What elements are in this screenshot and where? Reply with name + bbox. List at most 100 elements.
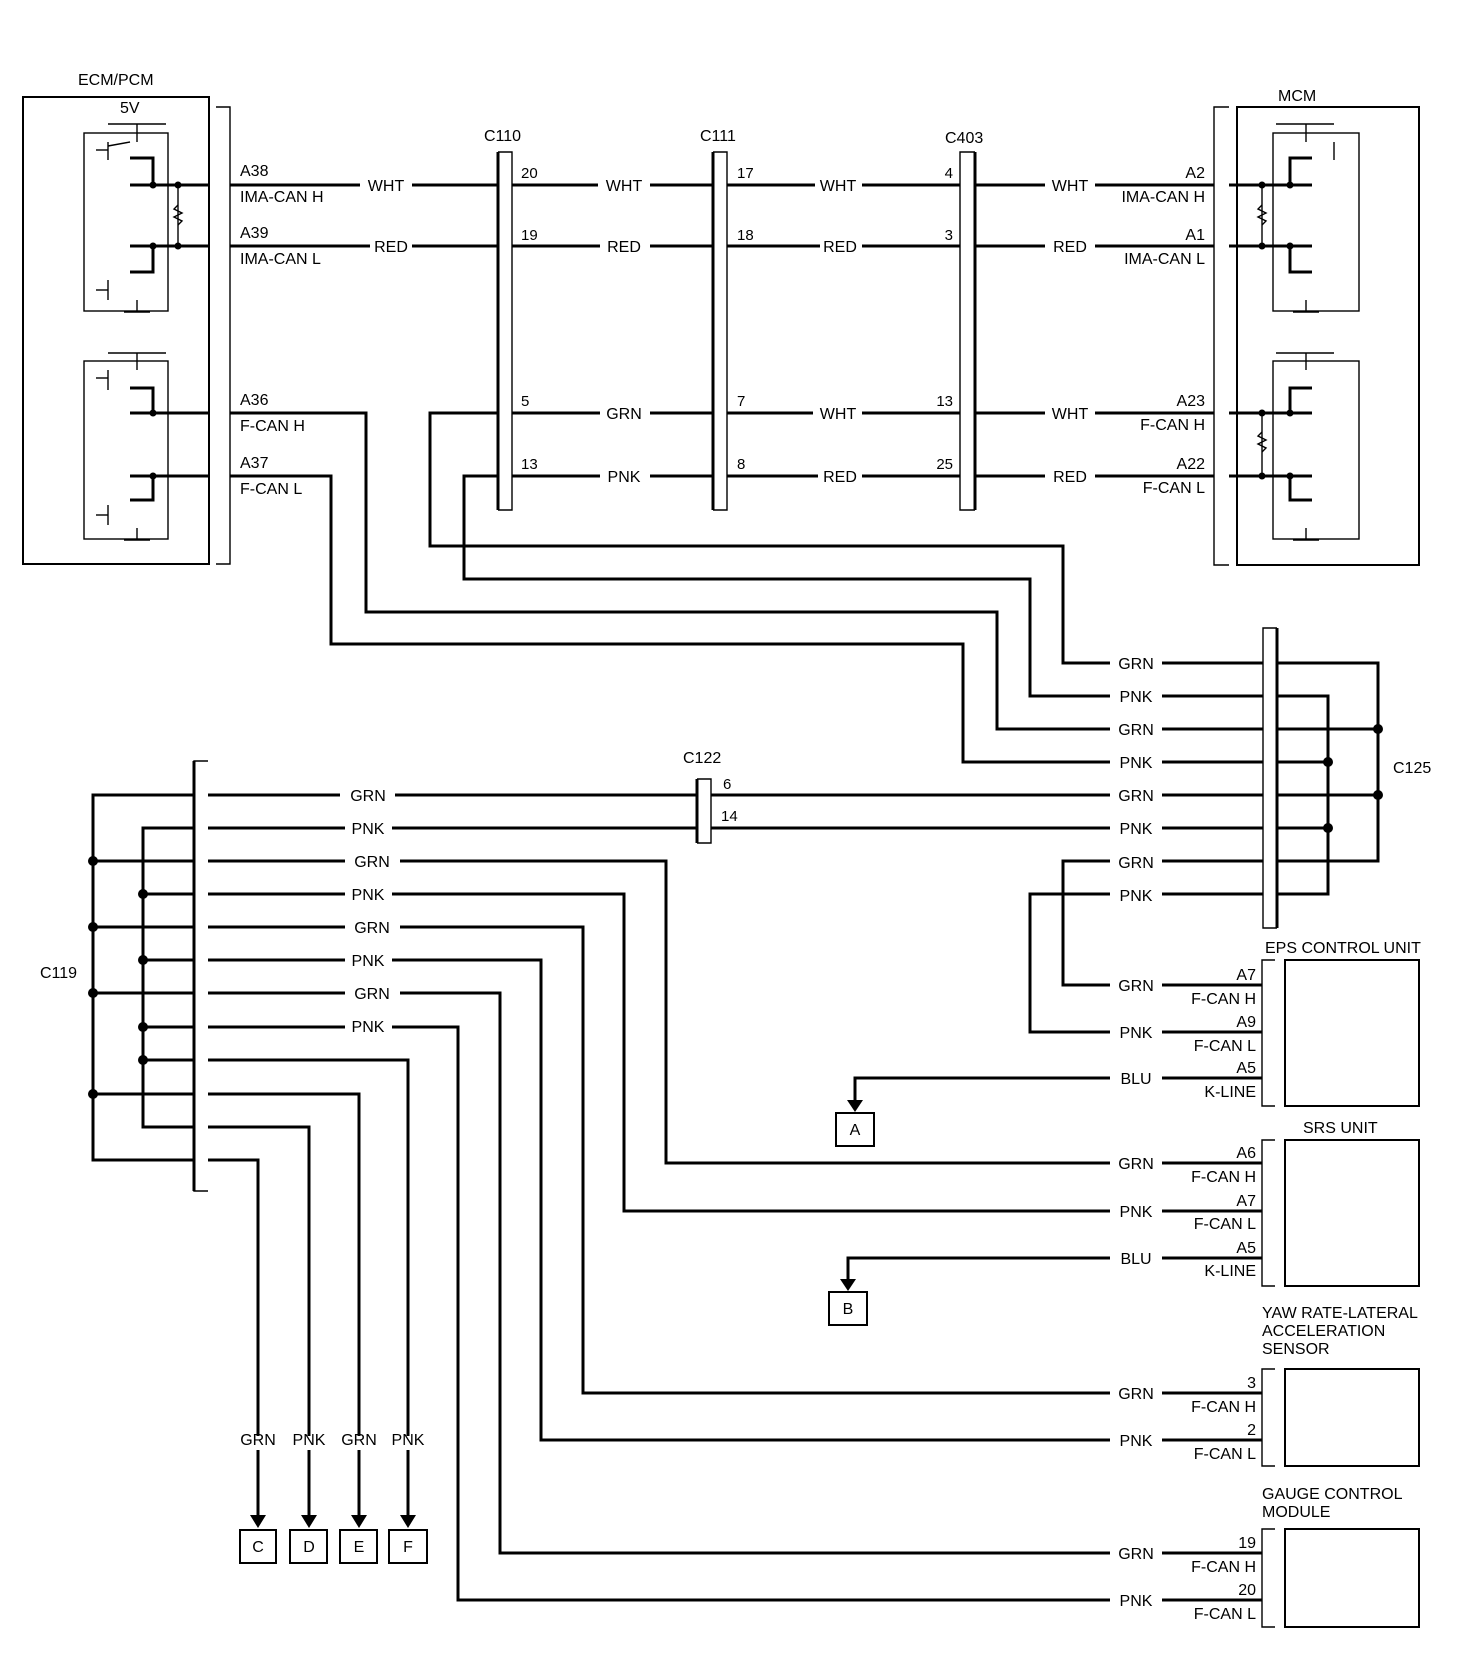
mcm-signal-ima-can-h: IMA-CAN H — [1121, 189, 1205, 206]
wire-ecm-a38-color: WHT — [368, 178, 405, 195]
ref-b: B — [843, 1301, 854, 1318]
mcm-signal-f-can-h: F-CAN H — [1140, 417, 1205, 434]
c125-wire-4: PNK — [1120, 755, 1153, 772]
ecm-pin-a39: A39 — [240, 225, 269, 242]
ref-f: F — [403, 1539, 413, 1556]
wire-c111-c403-row2: RED — [823, 239, 857, 256]
c125-wire-3: GRN — [1118, 722, 1154, 739]
c111-pin-18: 18 — [737, 227, 754, 244]
eps-pin-a5: A5 — [1236, 1060, 1256, 1077]
srs-unit: SRS UNIT GRN PNK BLU A6 F-CAN H A7 F-CAN… — [828, 1120, 1420, 1326]
gauge-title-line-2: MODULE — [1262, 1504, 1330, 1521]
c110-pin-5: 5 — [521, 393, 529, 410]
yaw-pin-2: 2 — [1247, 1422, 1256, 1439]
gauge-pin-19: 19 — [1238, 1535, 1256, 1552]
top-connectors: C110 C111 C403 20 19 5 13 17 18 7 8 4 3 … — [484, 128, 983, 511]
wire-ecm-a39-color: RED — [374, 239, 408, 256]
ecm-pcm-module: ECM/PCM 5V — [22, 72, 324, 565]
srs-wire-pnk: PNK — [1120, 1204, 1153, 1221]
c125-connector: C125 GRN PNK GRN PNK GRN PNK GRN PNK — [1118, 627, 1431, 929]
c122-connector: C122 6 14 — [683, 750, 1110, 844]
c125-label: C125 — [1393, 760, 1431, 777]
c125-wire-5: GRN — [1118, 788, 1154, 805]
c122-pin-6: 6 — [723, 776, 731, 793]
eps-wire-pnk: PNK — [1120, 1025, 1153, 1042]
c119-wire-5: GRN — [354, 920, 390, 937]
gauge-signal-f-can-l: F-CAN L — [1194, 1606, 1256, 1623]
srs-signal-f-can-h: F-CAN H — [1191, 1169, 1256, 1186]
gauge-title-line-1: GAUGE CONTROL — [1262, 1486, 1403, 1503]
c119-wire-6: PNK — [352, 953, 385, 970]
bottom-wire-2: PNK — [293, 1432, 326, 1449]
ecm-signal-ima-can-l: IMA-CAN L — [240, 251, 321, 268]
eps-pin-a9: A9 — [1236, 1014, 1256, 1031]
wire-c111-c403-row3: WHT — [820, 406, 857, 423]
wire-c111-c403-row1: WHT — [820, 178, 857, 195]
ref-e: E — [354, 1539, 365, 1556]
wire-c110-c111-row1: WHT — [606, 178, 643, 195]
c119-label: C119 — [40, 965, 77, 982]
mcm-module: MCM A2 IMA-CAN H A1 — [1121, 88, 1420, 566]
eps-signal-f-can-l: F-CAN L — [1194, 1038, 1256, 1055]
c403-pin-4: 4 — [945, 165, 953, 182]
yaw-wire-pnk: PNK — [1120, 1433, 1153, 1450]
c119-wire-4: PNK — [352, 887, 385, 904]
wire-c110-c111-row4: PNK — [608, 469, 641, 486]
mcm-pin-a2: A2 — [1185, 165, 1205, 182]
eps-pin-a7: A7 — [1236, 967, 1256, 984]
srs-signal-k-line: K-LINE — [1204, 1263, 1256, 1280]
ecm-pin-a38: A38 — [240, 163, 269, 180]
srs-pin-a7: A7 — [1236, 1193, 1256, 1210]
c403-pin-13: 13 — [936, 393, 953, 410]
wire-c110-c111-row2: RED — [607, 239, 641, 256]
gauge-signal-f-can-h: F-CAN H — [1191, 1559, 1256, 1576]
ecm-pin-a36: A36 — [240, 392, 269, 409]
bottom-wire-1: GRN — [240, 1432, 276, 1449]
c125-wire-7: GRN — [1118, 855, 1154, 872]
srs-title: SRS UNIT — [1303, 1120, 1378, 1137]
eps-signal-k-line: K-LINE — [1204, 1084, 1256, 1101]
wire-c403-mcm-row2: RED — [1053, 239, 1087, 256]
c403-pin-25: 25 — [936, 456, 953, 473]
srs-wire-blu: BLU — [1120, 1251, 1151, 1268]
c110-pin-13: 13 — [521, 456, 538, 473]
ref-c: C — [252, 1539, 264, 1556]
yaw-signal-f-can-l: F-CAN L — [1194, 1446, 1256, 1463]
yaw-pin-3: 3 — [1247, 1375, 1256, 1392]
c122-label: C122 — [683, 750, 721, 767]
top-wires: WHT WHT WHT WHT RED RED RED RED GRN WHT … — [230, 178, 1214, 764]
ecm-pin-a37: A37 — [240, 455, 269, 472]
gauge-wire-pnk: PNK — [1120, 1593, 1153, 1610]
mcm-signal-f-can-l: F-CAN L — [1143, 480, 1205, 497]
yaw-title-line-2: ACCELERATION — [1262, 1323, 1385, 1340]
wire-c111-c403-row4: RED — [823, 469, 857, 486]
c110-pin-20: 20 — [521, 165, 538, 182]
mcm-title: MCM — [1278, 88, 1316, 105]
ecm-signal-f-can-l: F-CAN L — [240, 481, 302, 498]
mcm-pin-a23: A23 — [1177, 393, 1206, 410]
eps-title: EPS CONTROL UNIT — [1265, 940, 1421, 957]
c111-pin-8: 8 — [737, 456, 745, 473]
wire-c403-mcm-row1: WHT — [1052, 178, 1089, 195]
ref-a: A — [850, 1122, 861, 1139]
gauge-wire-grn: GRN — [1118, 1546, 1154, 1563]
gauge-control-module: GAUGE CONTROL MODULE GRN PNK 19 F-CAN H … — [1118, 1486, 1420, 1628]
yaw-wire-grn: GRN — [1118, 1386, 1154, 1403]
c110-pin-19: 19 — [521, 227, 538, 244]
yaw-rate-sensor: YAW RATE-LATERAL ACCELERATION SENSOR GRN… — [1118, 1305, 1420, 1467]
c110-label: C110 — [484, 128, 521, 145]
srs-signal-f-can-l: F-CAN L — [1194, 1216, 1256, 1233]
yaw-title-line-3: SENSOR — [1262, 1341, 1330, 1358]
c119-connector: C119 GRN PNK GRN PNK GRN PNK GRN PNK — [40, 760, 1110, 1602]
bottom-wire-4: PNK — [392, 1432, 425, 1449]
eps-control-unit: EPS CONTROL UNIT GRN PNK BLU A7 F-CAN H … — [835, 940, 1421, 1147]
ecm-signal-f-can-h: F-CAN H — [240, 418, 305, 435]
c111-pin-17: 17 — [737, 165, 754, 182]
gauge-pin-20: 20 — [1238, 1582, 1256, 1599]
bottom-wire-3: GRN — [341, 1432, 377, 1449]
c125-wire-6: PNK — [1120, 821, 1153, 838]
c119-wire-2: PNK — [352, 821, 385, 838]
ecm-supply-label: 5V — [120, 100, 140, 117]
c119-wire-3: GRN — [354, 854, 390, 871]
